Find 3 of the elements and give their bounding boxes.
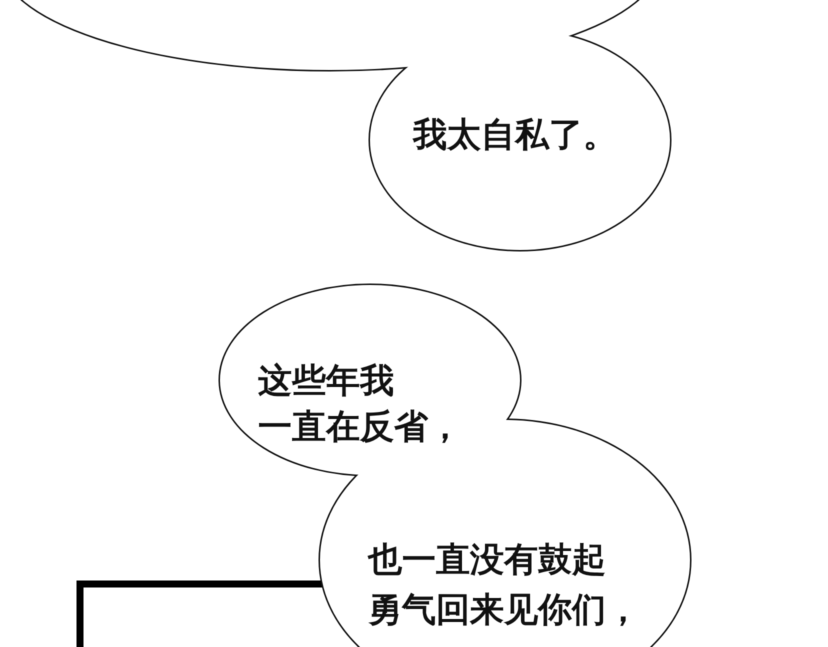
speech-text: 这些年我一直在反省，: [258, 360, 462, 449]
speech-text: 也一直没有鼓起勇气回来见你们，: [368, 539, 640, 632]
speech-text: 我太自私了。: [413, 114, 617, 157]
